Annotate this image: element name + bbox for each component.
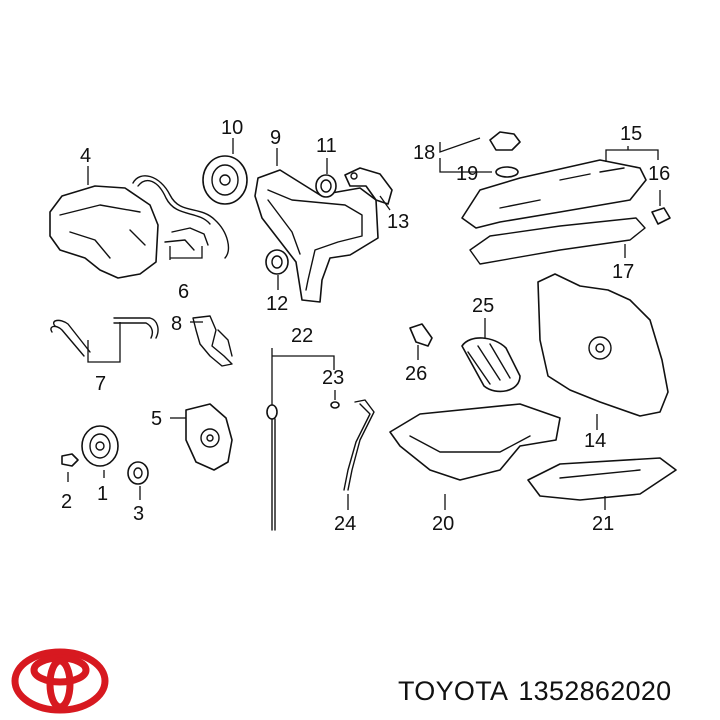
part-2-bolt	[61, 453, 79, 467]
part-23-oring	[330, 401, 340, 409]
part-24-dipstick-tube	[343, 399, 375, 491]
callout-20: 20	[432, 513, 454, 535]
callout-17: 17	[612, 261, 634, 283]
callout-19: 19	[456, 163, 478, 185]
part-3-gear	[127, 461, 149, 485]
part-19-gasket	[495, 166, 519, 178]
callout-23: 23	[322, 367, 344, 389]
part-14-timing-case	[537, 273, 669, 417]
callout-8: 8	[171, 313, 182, 335]
callout-24: 24	[334, 513, 356, 535]
callout-1: 1	[97, 483, 108, 505]
part-5-oil-pump	[185, 403, 233, 471]
callout-9: 9	[270, 127, 281, 149]
callout-10: 10	[221, 117, 243, 139]
part-13-tensioner	[344, 167, 393, 205]
part-25-oil-filter	[461, 337, 521, 393]
callout-4: 4	[80, 145, 91, 167]
callout-13: 13	[387, 211, 409, 233]
brand-name: TOYOTA	[398, 676, 509, 706]
callout-12: 12	[266, 293, 288, 315]
part-16-grommet	[651, 207, 671, 225]
part-22-dipstick	[266, 404, 278, 531]
part-21-lower-pan	[527, 457, 677, 501]
callout-3: 3	[133, 503, 144, 525]
callout-25: 25	[472, 295, 494, 317]
callout-18: 18	[413, 142, 435, 164]
callout-15: 15	[620, 123, 642, 145]
leader-lines	[67, 137, 661, 510]
callout-11: 11	[316, 135, 337, 157]
part-7-hoses	[50, 317, 159, 357]
callout-2: 2	[61, 491, 72, 513]
part-26-sensor	[409, 323, 433, 347]
footer: TOYOTA 1352862020	[0, 640, 720, 720]
part-number: 1352862020	[518, 676, 672, 706]
part-17-cover-gasket	[469, 217, 646, 265]
callout-21: 21	[592, 513, 614, 535]
part-6-hoses	[132, 175, 230, 259]
part-20-oil-pan	[389, 403, 561, 481]
part-18-oil-cap	[489, 131, 521, 151]
part-1-crank-pulley	[81, 425, 119, 467]
part-10-pulley	[202, 155, 248, 205]
part-4-timing-cover	[49, 185, 159, 279]
part-8-bracket	[192, 315, 233, 367]
callout-6: 6	[178, 281, 189, 303]
part-caption: TOYOTA 1352862020	[398, 676, 682, 707]
callout-14: 14	[584, 430, 606, 452]
callout-7: 7	[95, 373, 106, 395]
callout-5: 5	[151, 408, 162, 430]
part-15-valve-cover	[461, 159, 647, 229]
callout-22: 22	[291, 325, 313, 347]
toyota-logo-icon	[11, 648, 109, 714]
part-12-tensioner-pulley	[265, 249, 289, 275]
callout-labels: 4 10 9 11 13 6 12 8 7 5 2 1 3 22 23 24 2…	[61, 117, 670, 535]
callout-16: 16	[648, 163, 670, 185]
part-11-idler	[315, 174, 337, 198]
callout-26: 26	[405, 363, 427, 385]
